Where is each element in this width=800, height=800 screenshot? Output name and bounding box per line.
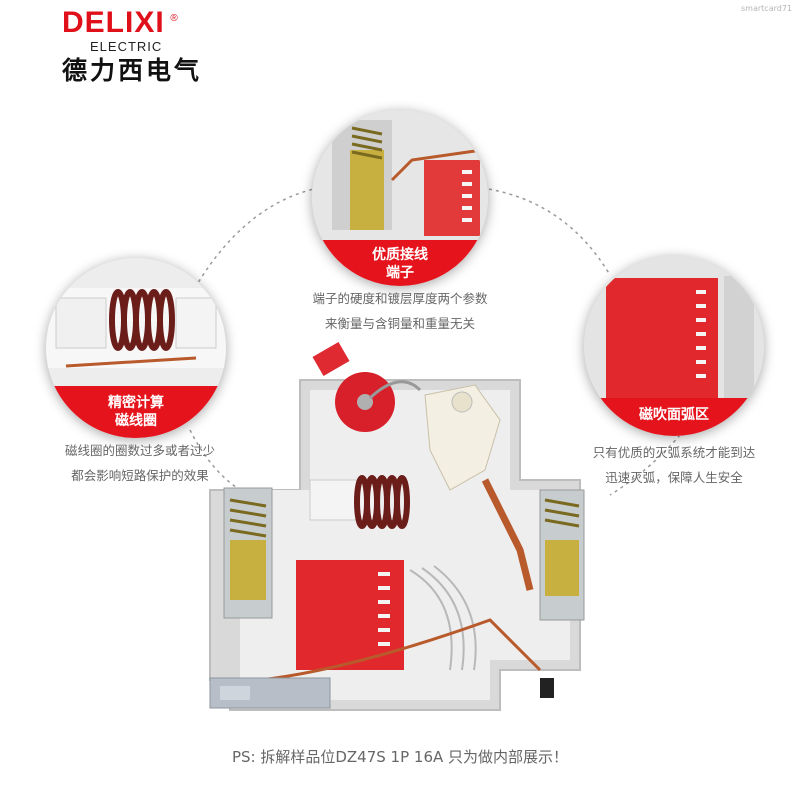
brand-logo: DELIXI ® ELECTRIC 德力西电气	[62, 6, 212, 86]
brand-chinese-name: 德力西电气	[62, 56, 203, 85]
callout-terminal-desc-1: 端子的硬度和镀层厚度两个参数	[312, 291, 488, 306]
callout-terminal-desc: 端子的硬度和镀层厚度两个参数 来衡量与含铜量和重量无关	[290, 286, 510, 336]
disassembly-caption: PS: 拆解样品位DZ47S 1P 16A 只为做内部展示！	[231, 748, 569, 766]
callout-terminal-label: 优质接线 端子	[312, 240, 488, 286]
brand-subtitle: ELECTRIC	[90, 39, 163, 54]
callout-arc-title: 磁吹面弧区	[639, 407, 709, 423]
brand-name: DELIXI ®	[62, 6, 178, 40]
callout-terminal-title-2: 端子	[386, 265, 414, 281]
callout-terminal-title-1: 优质接线	[372, 247, 428, 263]
registered-mark: ®	[170, 13, 179, 24]
callout-coil-title-2: 磁线圈	[115, 413, 157, 429]
callout-arc-desc-2: 迅速灭弧，保障人生安全	[605, 470, 743, 485]
callout-coil-label: 精密计算 磁线圈	[46, 386, 226, 438]
callout-coil-desc-2: 都会影响短路保护的效果	[71, 468, 209, 483]
callout-terminal-image: 优质接线 端子	[312, 110, 488, 286]
callout-arc-desc: 只有优质的灭弧系统才能到达 迅速灭弧，保障人生安全	[568, 440, 780, 490]
brand-wordmark: DELIXI	[62, 6, 165, 39]
breaker-cutaway-image	[209, 341, 585, 711]
callout-coil-desc-1: 磁线圈的圈数过多或者过少	[64, 443, 215, 458]
callout-coil-title-1: 精密计算	[108, 395, 164, 411]
callout-arc-desc-1: 只有优质的灭弧系统才能到达	[592, 445, 756, 460]
callout-coil-image: 精密计算 磁线圈	[46, 258, 226, 438]
callout-arc-label: 磁吹面弧区	[584, 398, 764, 436]
callout-coil-desc: 磁线圈的圈数过多或者过少 都会影响短路保护的效果	[30, 438, 250, 488]
watermark-text: smartcard71	[741, 4, 792, 13]
callout-arc-image: 磁吹面弧区	[584, 256, 764, 436]
callout-terminal-desc-2: 来衡量与含铜量和重量无关	[324, 316, 475, 331]
